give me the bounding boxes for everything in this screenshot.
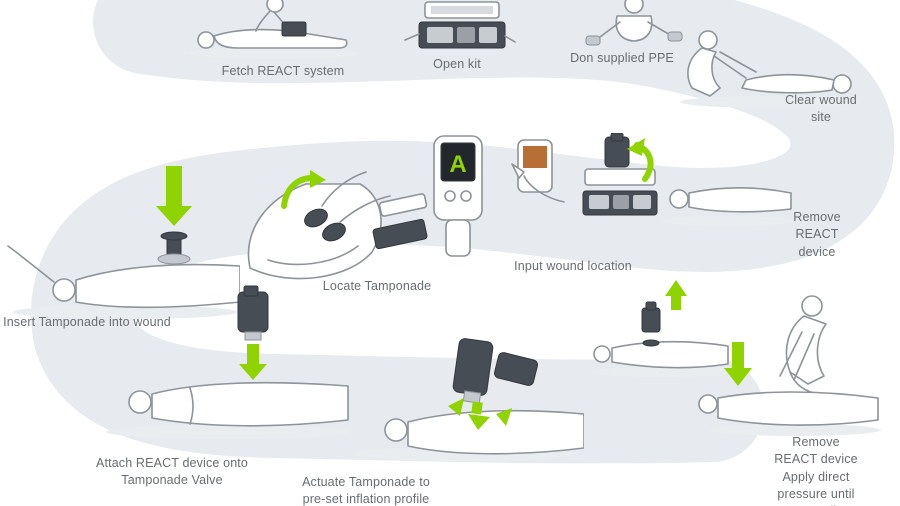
- illustration-actuate-tamponade: [352, 338, 584, 461]
- patient-figure: [197, 28, 348, 49]
- responder-figure: [687, 30, 757, 97]
- step-label-open-kit: Open kit: [433, 57, 481, 71]
- green-arrow-down-icon: [239, 344, 267, 380]
- illustration-insert-tamponade: [7, 166, 240, 319]
- patient-figure: [741, 73, 852, 94]
- react-kit-open: [418, 1, 506, 49]
- responder-figure: [255, 0, 307, 37]
- responder-figure: [585, 0, 683, 46]
- device-handle: [445, 219, 471, 257]
- step-label-don-supplied-ppe: Don supplied PPE: [570, 51, 674, 65]
- step-label-remove-react-device: Remove REACT device: [793, 210, 841, 259]
- glove: [667, 31, 683, 42]
- device-button: [444, 190, 456, 202]
- green-arrow-down-icon: [724, 342, 752, 386]
- small-device-screen: [523, 146, 547, 168]
- glove: [585, 35, 601, 46]
- patient-figure: [7, 245, 240, 309]
- green-arrow-curved-icon: [281, 170, 326, 209]
- green-arrow-down-icon: [156, 166, 192, 226]
- step-label-locate-tamponade: Locate Tamponade: [322, 279, 432, 293]
- react-device: [237, 285, 269, 341]
- step-label-insert-tamponade: Insert Tamponade into wound: [3, 315, 171, 329]
- illustration-remove-device-apply-pressure: [590, 280, 881, 436]
- react-kit-open: [582, 168, 658, 216]
- patient-figure: [590, 339, 734, 377]
- react-case: [281, 21, 307, 37]
- illustration-clear-wound-site: [680, 30, 860, 108]
- device-button: [460, 190, 472, 202]
- step-label-clear-wound-site: Clear wound site: [785, 93, 857, 125]
- illustration-attach-react-device: [106, 285, 350, 439]
- tamponade-valve: [642, 339, 660, 347]
- illustration-input-wound-location: A: [433, 135, 565, 257]
- react-device: [452, 338, 538, 404]
- green-actuation-arrows-icon: [448, 398, 512, 430]
- gloved-hands: [304, 171, 391, 242]
- tamponade-device: [157, 231, 191, 265]
- react-device: [604, 133, 630, 168]
- green-arrow-up-icon: [665, 280, 687, 310]
- react-device: [641, 301, 661, 333]
- step-label-fetch-react-system: Fetch REACT system: [221, 64, 345, 78]
- step-label-remove-device-apply-pressure: Remove REACT device Apply direct pressur…: [774, 435, 858, 506]
- hand-pointing-at-device: [511, 139, 565, 203]
- react-kit-open: [372, 193, 428, 250]
- illustration-open-kit: [404, 1, 516, 49]
- device-screen-letter: A: [449, 151, 466, 178]
- react-controller-device: A: [433, 135, 483, 257]
- step-label-input-wound-location: Input wound location: [514, 259, 632, 273]
- step-label-actuate-tamponade: Actuate Tamponade to pre-set inflation p…: [302, 475, 430, 506]
- patient-torso: [247, 183, 382, 280]
- green-arrow-curved-up-icon: [627, 138, 654, 182]
- patient-figure: [128, 381, 349, 427]
- illustration-don-ppe: [585, 0, 683, 46]
- illustration-fetch-react-system: [188, 0, 358, 59]
- device-screen: [440, 142, 476, 182]
- patient-figure: [698, 391, 881, 436]
- responder-figure: [779, 295, 831, 396]
- step-label-attach-react-device: Attach REACT device onto Tamponade Valve: [95, 456, 249, 488]
- illustration-remove-react-device-from-kit: [582, 133, 793, 226]
- patient-figure: [661, 186, 793, 226]
- illustration-locate-tamponade: [247, 170, 428, 280]
